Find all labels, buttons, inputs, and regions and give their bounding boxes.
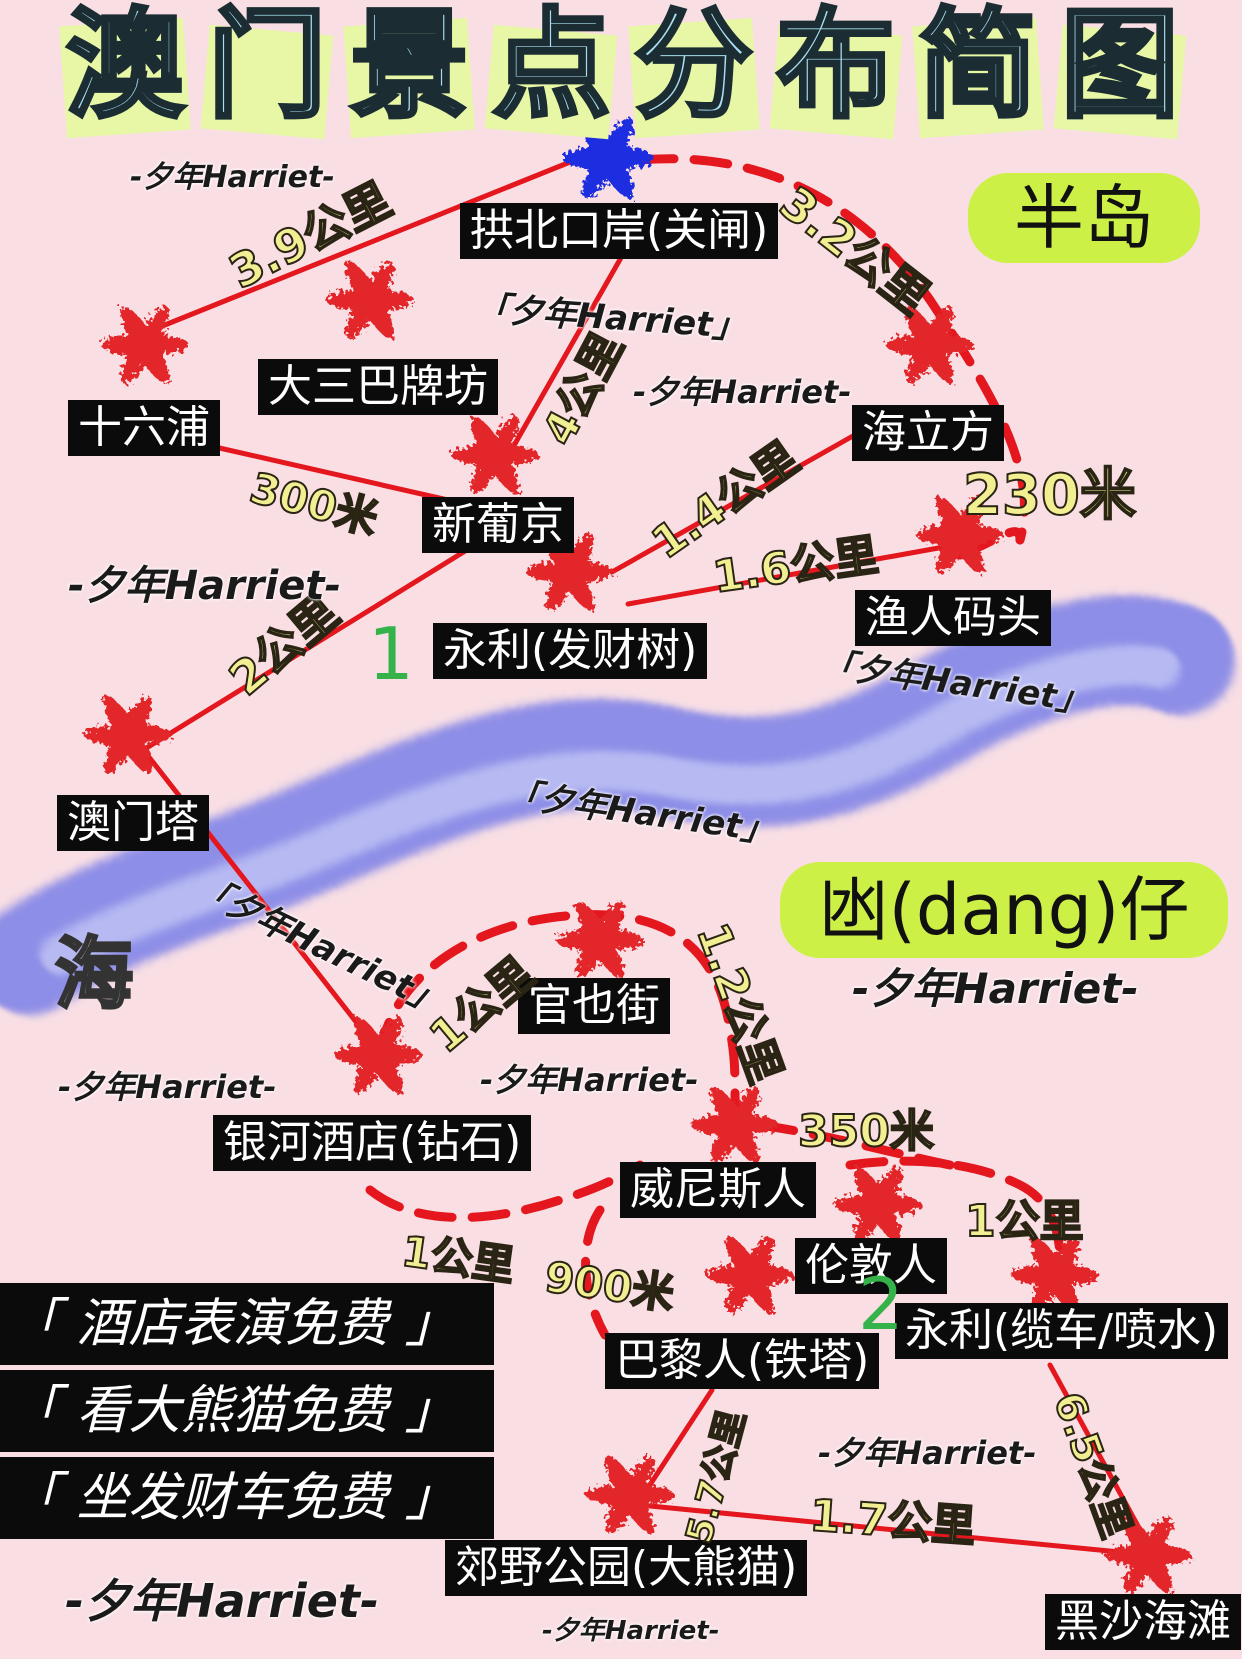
marker-core [111,718,145,752]
place-parisian[interactable]: 巴黎人(铁塔) [605,1333,880,1389]
title-char: 分 [624,0,764,140]
promo-fortune-car: 「 坐发财车免费 」 [0,1457,494,1539]
title-char-text: 布 [775,0,897,134]
title-char-text: 分 [633,0,755,134]
marker-core [553,555,587,589]
red-markers [84,256,1192,1598]
title-char: 图 [1050,0,1190,140]
watermark: -夕年Harriet- [818,1434,1037,1472]
place-marker-icon[interactable] [916,491,1004,578]
place-gongbei[interactable]: 拱北口岸(关闸) [460,203,779,259]
marker-core [353,283,387,317]
route-sixteen-lisboa [212,444,473,508]
place-marker-icon[interactable] [556,896,644,983]
marker-core [913,328,947,362]
title-char: 布 [766,0,906,140]
watermark: -夕年Harriet- [633,373,852,411]
title-char: 门 [197,0,337,140]
page-title: 澳门景点分布简图 [55,0,1190,140]
title-char: 点 [481,0,621,140]
place-londoner[interactable]: 伦敦人 [795,1238,947,1294]
dash-londoner-wynnpalace [845,1156,1065,1265]
dash-galaxy-parisian [581,1205,610,1340]
place-cube[interactable]: 海立方 [852,405,1004,461]
place-marker-icon[interactable] [1104,1511,1192,1598]
marker-core [733,1258,767,1292]
place-park[interactable]: 郊野公园(大熊猫) [445,1540,808,1596]
route-number-2: 2 [858,1262,904,1346]
dash-gongbei-cube [635,154,1029,545]
route-number-1: 1 [368,612,414,696]
title-char: 景 [339,0,479,140]
title-char-text: 简 [917,0,1039,134]
place-marker-icon[interactable] [451,411,539,498]
region-peninsula-badge: 半岛 [968,173,1200,263]
promo-panda: 「 看大熊猫免费 」 [0,1370,494,1452]
marker-core [478,438,512,472]
marker-core [583,923,617,957]
route-lisboa-tower [137,545,473,755]
place-ruins[interactable]: 大三巴牌坊 [258,359,498,415]
route-wynnpalace-beach [1047,1362,1153,1551]
place-beach[interactable]: 黑沙海滩 [1045,1594,1241,1650]
title-char: 简 [908,0,1048,140]
route-sixteen-gongbei [137,147,603,338]
place-marker-icon[interactable] [691,1081,779,1168]
marker-core [1131,1538,1165,1572]
place-marker-icon[interactable] [834,1161,922,1248]
place-lisboa[interactable]: 新葡京 [422,497,574,553]
place-fisherman[interactable]: 渔人码头 [855,590,1051,646]
dash-galaxy-guanye [375,910,745,1130]
watermark: -夕年Harriet- [852,964,1139,1013]
watermark: -夕年Harriet- [130,160,335,195]
place-wynn[interactable]: 永利(发财树) [433,623,708,679]
route-wynn-fisherman [625,542,958,607]
marker-core [943,518,977,552]
watermark: -夕年Harriet- [68,563,342,609]
title-char: 澳 [55,0,195,140]
place-marker-icon[interactable] [1011,1231,1099,1318]
region-taipa-badge: 凼(dang)仔 [780,862,1228,958]
promo-hotel-show: 「 酒店表演免费 」 [0,1283,494,1365]
place-wynn-palace[interactable]: 永利(缆车/喷水) [895,1303,1229,1359]
title-char-text: 澳 [64,0,186,134]
place-tower[interactable]: 澳门塔 [57,795,209,851]
title-char-text: 点 [490,0,612,134]
watermark: -夕年Harriet- [65,1574,380,1628]
marker-core [128,328,162,362]
place-marker-icon[interactable] [706,1231,794,1318]
distance-label: 1公里 [964,1195,1085,1248]
place-marker-icon[interactable] [334,1011,422,1098]
route-parisian-park [637,1387,715,1503]
place-marker-icon[interactable] [586,1451,674,1538]
place-marker-icon[interactable] [84,691,172,778]
watermark: -夕年Harriet- [542,1616,720,1646]
solid-routes [137,147,1153,1558]
sea-label: 海 [53,929,134,1022]
watermark: -夕年Harriet- [58,1068,277,1106]
marker-core [613,1478,647,1512]
distance-label: 230米 [962,462,1137,529]
marker-core [361,1038,395,1072]
marker-core [861,1188,895,1222]
route-wynn-cube [609,429,863,575]
place-marker-icon[interactable] [886,301,974,388]
place-marker-icon[interactable] [326,256,414,343]
marker-core [1038,1258,1072,1292]
place-marker-icon[interactable] [101,301,189,388]
route-gongbei-lisboa [497,253,625,473]
marker-core [718,1108,752,1142]
route-park-beach [637,1502,1153,1558]
place-sixteen-pier[interactable]: 十六浦 [68,400,220,456]
watermark: -夕年Harriet- [480,1061,699,1099]
place-guanye[interactable]: 官也街 [518,978,670,1034]
place-galaxy[interactable]: 银河酒店(钻石) [213,1115,532,1171]
title-char-text: 图 [1059,0,1181,134]
distance-label: 1.7公里 [807,1489,978,1553]
title-char-text: 景 [348,0,470,134]
place-venetian[interactable]: 威尼斯人 [620,1162,816,1218]
distance-label: 350米 [797,1105,935,1158]
title-char-text: 门 [206,0,328,134]
